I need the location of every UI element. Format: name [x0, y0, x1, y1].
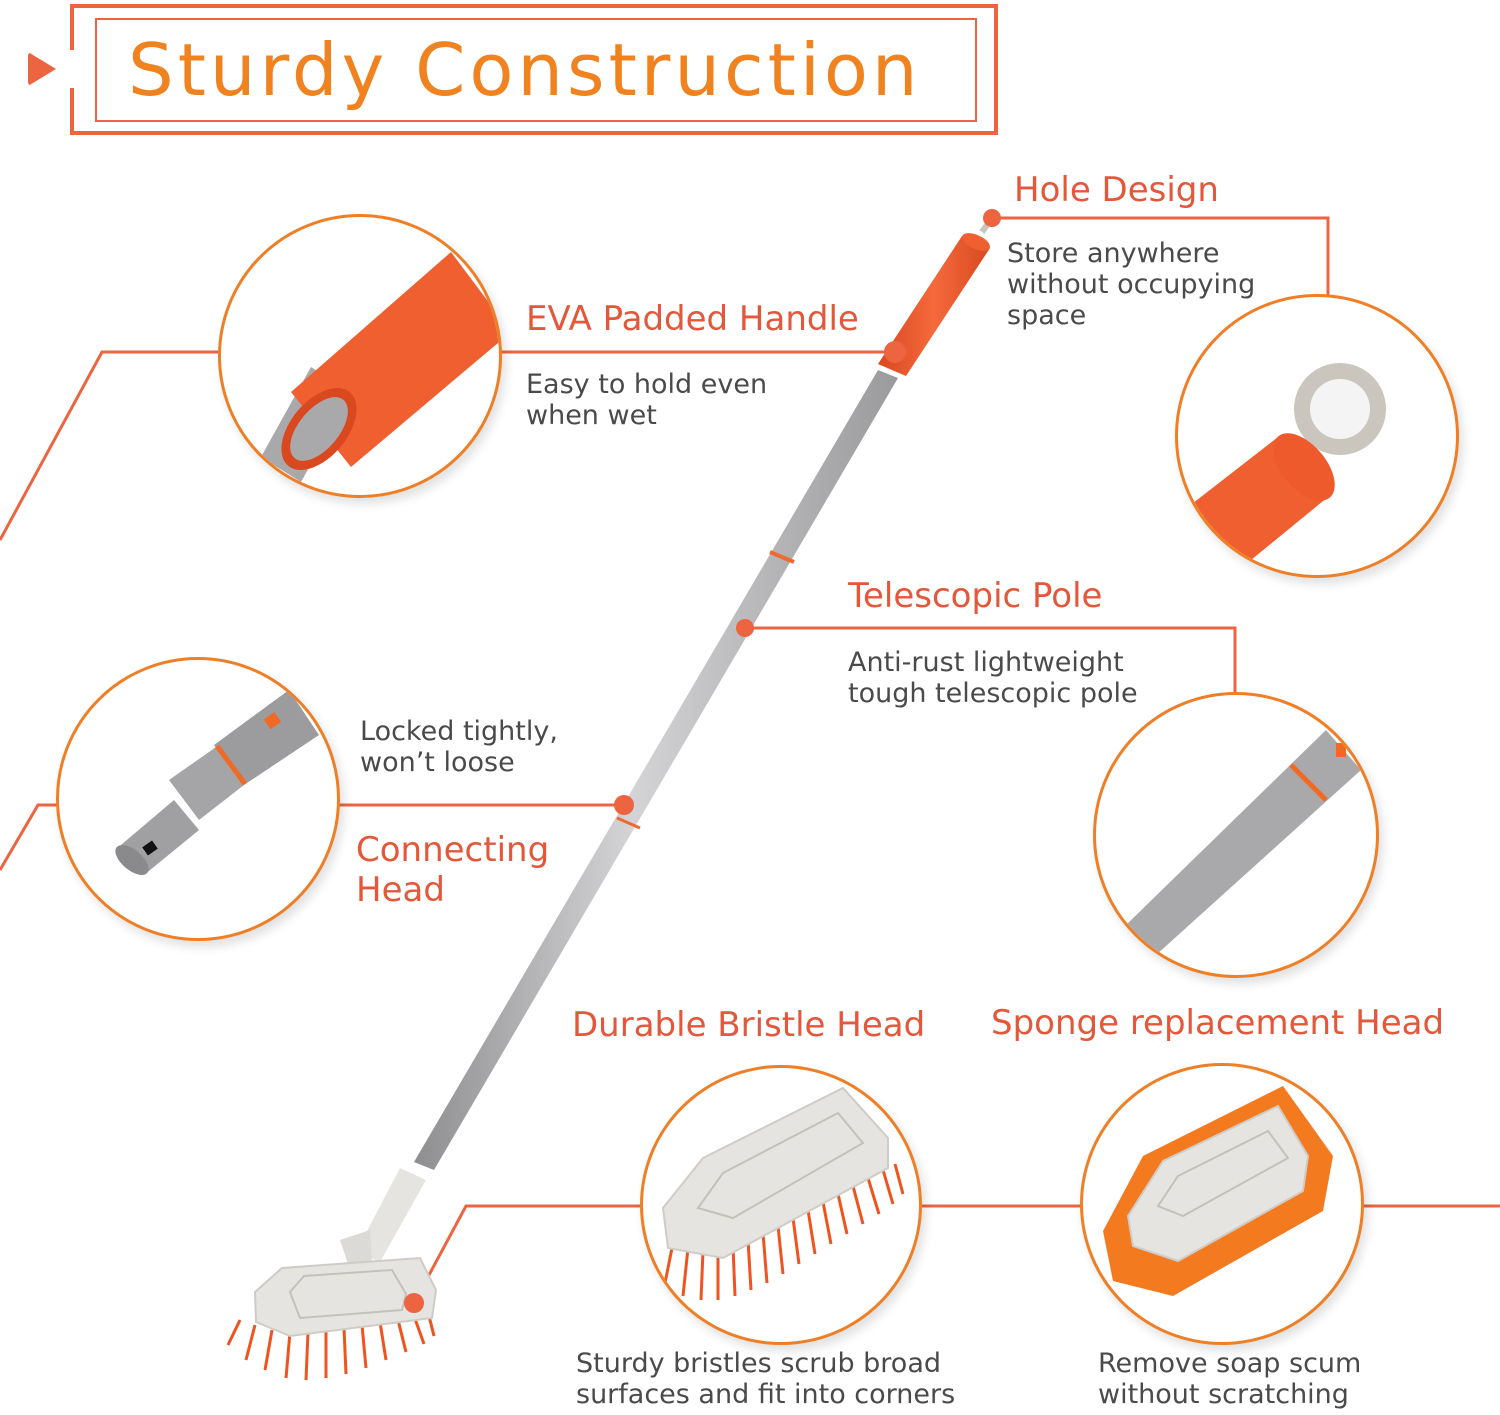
bristle-brush-icon — [661, 1086, 905, 1301]
eva-handle-heading: EVA Padded Handle — [526, 299, 859, 339]
page-title: Sturdy Construction — [128, 28, 922, 112]
bristle-head-description: Sturdy bristles scrub broad surfaces and… — [576, 1348, 956, 1410]
connector-dots — [404, 209, 1001, 1313]
telescopic-pole-description: Anti-rust lightweight tough telescopic p… — [848, 647, 1138, 709]
connecting-head-detail-image — [56, 657, 340, 941]
sponge-head-detail-image — [1080, 1063, 1364, 1345]
brush-head — [226, 1168, 438, 1381]
connecting-head-description: Locked tightly, won’t loose — [360, 716, 558, 778]
pole-segment-icon — [1126, 730, 1361, 955]
eva-handle-description: Easy to hold even when wet — [526, 369, 768, 431]
title-frame-gap — [66, 50, 76, 88]
connector-lines — [0, 216, 1500, 1304]
bristle-head-detail-image — [640, 1065, 922, 1345]
hole-design-heading: Hole Design — [1014, 170, 1219, 210]
telescopic-pole-detail-image — [1093, 692, 1379, 978]
sponge-head-heading: Sponge replacement Head — [991, 1003, 1445, 1043]
connector-tip-icon — [115, 690, 319, 875]
hole-design-description: Store anywhere without occupying space — [1007, 238, 1256, 331]
sponge-pad-icon — [1103, 1086, 1333, 1296]
telescopic-pole-heading: Telescopic Pole — [848, 576, 1103, 616]
hole-design-detail-image — [1175, 294, 1459, 578]
padded-handle-icon — [261, 252, 499, 482]
bristle-head-heading: Durable Bristle Head — [572, 1005, 926, 1045]
title-frame-inner — [95, 18, 977, 122]
connecting-head-heading: Connecting Head — [356, 830, 550, 910]
brush-pole — [414, 216, 995, 1170]
hanging-ring-icon — [1188, 363, 1386, 575]
sponge-head-description: Remove soap scum without scratching — [1098, 1348, 1362, 1410]
eva-handle-detail-image — [218, 214, 502, 498]
play-arrow-icon — [28, 52, 56, 86]
